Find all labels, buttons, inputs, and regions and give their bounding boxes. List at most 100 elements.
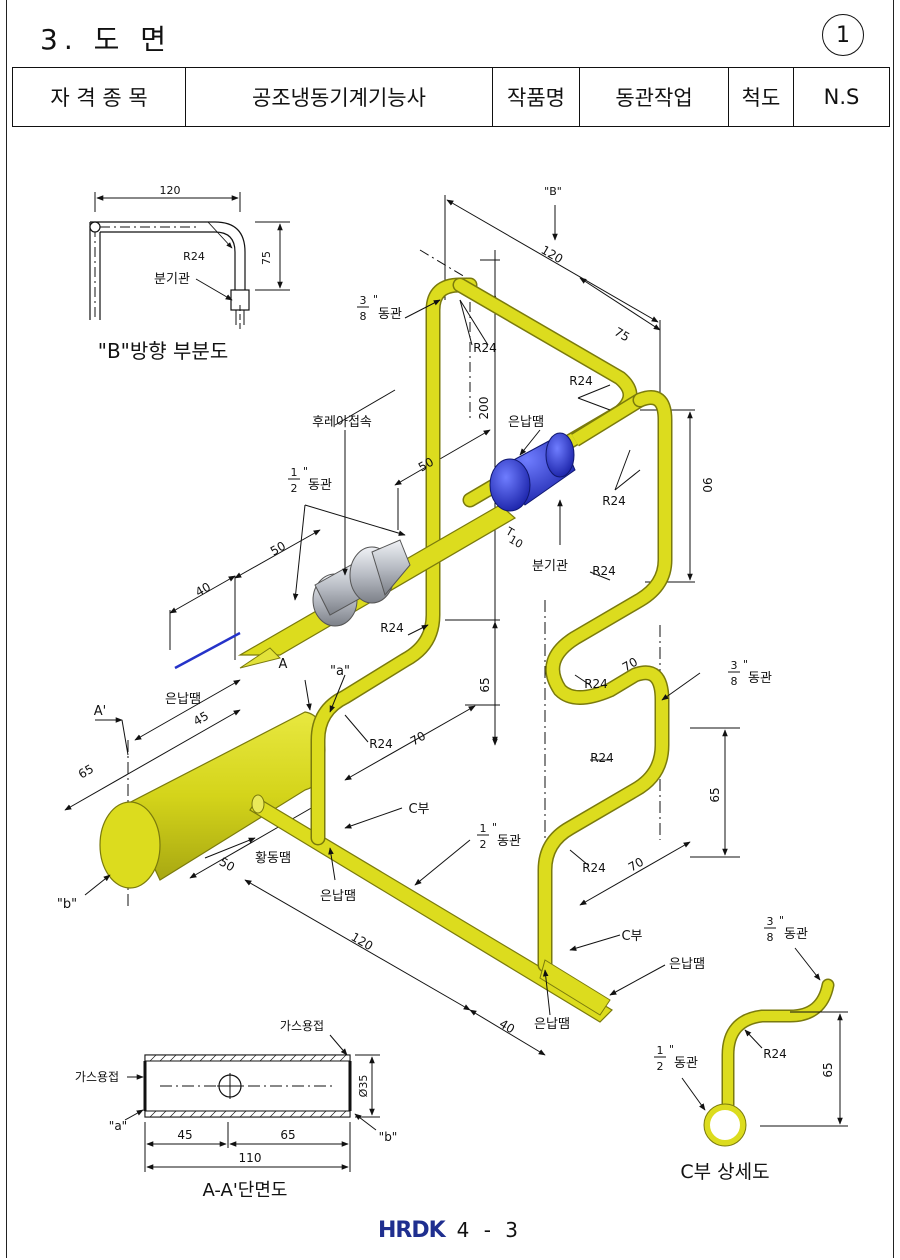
a-mark-label: A (279, 657, 288, 672)
scale-value: N.S (793, 67, 890, 127)
section-title: 3. 도 면 (40, 23, 173, 56)
svg-text:": " (779, 914, 784, 927)
silver-brazing-label-left: 은납땜 (165, 692, 201, 707)
dim-50-top: 50 (416, 455, 436, 475)
pipe-size-1-2-flare: 1 2 " 동관 (288, 465, 332, 495)
svg-text:1: 1 (657, 1044, 664, 1057)
svg-text:8: 8 (360, 310, 367, 323)
brass-brazing-label: 황동땜 (255, 851, 291, 866)
b-view-r24: R24 (183, 250, 205, 263)
silver-brazing-label-right: 은납땜 (669, 957, 705, 972)
c-detail-1-2-label: 1 2 " 동관 (654, 1043, 698, 1073)
r24-left-upper: R24 (380, 621, 404, 635)
r24-top: R24 (473, 341, 497, 355)
svg-text:8: 8 (767, 931, 774, 944)
svg-text:": " (743, 658, 748, 671)
gas-weld-top-label: 가스용접 (280, 1019, 324, 1033)
b-view-title: "B"방향 부분도 (98, 339, 228, 363)
svg-text:3: 3 (731, 659, 738, 672)
dim-40-left: 40 (193, 580, 213, 600)
b-view-dim-75: 75 (260, 251, 273, 265)
b-direction-view: 120 R24 75 분기관 "B"방향 부분도 (89, 184, 290, 363)
flare-union (312, 539, 411, 627)
b-quote-label: "b" (57, 897, 77, 912)
branch-pipe-label: 분기관 (532, 559, 568, 574)
c-detail-dim-65: 65 (821, 1062, 835, 1077)
svg-text:": " (492, 821, 497, 834)
section-dim-d35: Ø35 (357, 1075, 370, 1098)
svg-text:동관: 동관 (748, 671, 772, 686)
svg-text:동관: 동관 (784, 927, 808, 942)
gas-weld-left-label: 가스용접 (75, 1070, 119, 1084)
svg-text:": " (303, 465, 308, 478)
svg-text:동관: 동관 (674, 1056, 698, 1071)
section-a-quote: "a" (109, 1119, 127, 1133)
svg-text:2: 2 (657, 1060, 664, 1073)
section-dim-110: 110 (239, 1151, 262, 1165)
dim-200: 200 (477, 397, 491, 420)
branch-fitting (489, 393, 644, 512)
page-frame (6, 0, 894, 1258)
pipe-size-3-8-top: 3 8 " 동관 (357, 293, 402, 323)
pipe-drawing: 120 R24 75 분기관 "B"방향 부분도 (57, 184, 848, 1201)
svg-text:1: 1 (291, 466, 298, 479)
scale-label: 척도 (728, 67, 794, 127)
flare-connection-label: 후레아접속 (312, 415, 372, 430)
section-view-title: A-A'단면도 (203, 1180, 288, 1201)
dim-120-bottom: 120 (349, 930, 376, 954)
r24-right-2: R24 (592, 564, 616, 578)
dim-90: 90 (700, 477, 714, 492)
pipe-size-3-8-right: 3 8 " 동관 (728, 658, 772, 688)
a-prime-label: A' (94, 704, 106, 719)
dim-50-mid: 50 (268, 539, 288, 559)
svg-text:3: 3 (360, 294, 367, 307)
c-detail-view: 65 R24 3 8 " 동관 1 2 " 동관 C부 상세도 (654, 914, 848, 1183)
svg-text:동관: 동관 (497, 834, 521, 849)
section-a-view: 45 65 110 Ø35 가스용접 가스용접 "a" "b" A-A'단면도 (75, 1019, 397, 1201)
b-view-dim-120: 120 (160, 184, 181, 197)
dim-120-top: 120 (539, 243, 566, 267)
svg-text:8: 8 (731, 675, 738, 688)
c-detail-r24: R24 (763, 1047, 787, 1061)
svg-text:2: 2 (291, 482, 298, 495)
dim-65-left: 65 (76, 762, 96, 782)
svg-text:": " (669, 1043, 674, 1056)
footer-page-number: 4 - 3 (456, 1218, 523, 1242)
dim-65-mid: 65 (478, 677, 492, 692)
dim-10: 10 (506, 533, 525, 551)
silver-brazing-label-bottom: 은납땜 (534, 1017, 570, 1032)
r24-upper-right: R24 (569, 374, 593, 388)
a-quote-label: "a" (330, 664, 350, 679)
dim-45-left: 45 (191, 709, 211, 729)
dim-50-bottom: 50 (217, 855, 237, 875)
info-table: 자 격 종 목 공조냉동기계기능사 작품명 동관작업 척도 N.S (12, 67, 890, 127)
svg-text:2: 2 (480, 838, 487, 851)
dim-65-right: 65 (708, 787, 722, 802)
b-view-branch-label: 분기관 (154, 272, 190, 287)
qualification-label: 자 격 종 목 (12, 67, 186, 127)
dim-75-top: 75 (612, 325, 632, 345)
c-part-label-left: C부 (408, 802, 429, 817)
c-detail-3-8-label: 3 8 " 동관 (764, 914, 808, 944)
r24-right-5: R24 (582, 861, 606, 875)
r24-left-lower: R24 (369, 737, 393, 751)
dim-70-right-top: 70 (620, 655, 640, 675)
section-dim-45: 45 (177, 1128, 192, 1142)
work-label: 작품명 (492, 67, 580, 127)
svg-text:1: 1 (480, 822, 487, 835)
svg-text:동관: 동관 (308, 478, 332, 493)
work-value: 동관작업 (579, 67, 729, 127)
dim-40-bottom: 40 (497, 1017, 517, 1037)
svg-text:": " (373, 293, 378, 306)
c-detail-title: C부 상세도 (680, 1161, 769, 1183)
dim-70-left: 70 (408, 729, 428, 749)
main-isometric: "B" 120 75 200 90 50 50 40 T 10 65 70 70… (57, 185, 772, 1056)
c-part-label-right: C부 (621, 929, 642, 944)
svg-text:3: 3 (767, 915, 774, 928)
qualification-value: 공조냉동기계기능사 (185, 67, 493, 127)
dim-70-right-bottom: 70 (626, 855, 646, 875)
svg-text:동관: 동관 (378, 307, 402, 322)
r24-right-3: R24 (584, 677, 608, 691)
b-direction-label: "B" (544, 185, 562, 198)
section-dim-65: 65 (280, 1128, 295, 1142)
